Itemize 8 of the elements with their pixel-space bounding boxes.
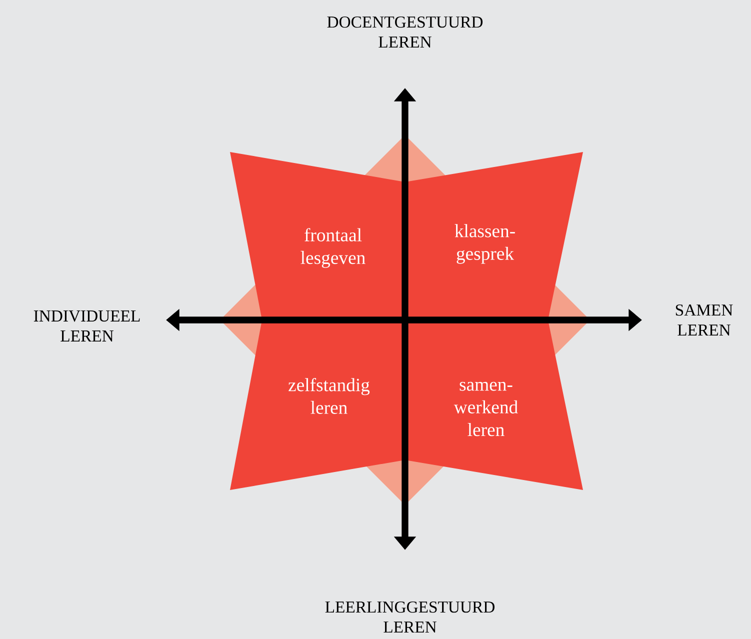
axis-label: DOCENTGESTUURD LEREN — [327, 16, 483, 48]
axis-label: SAMEN LEREN — [676, 304, 733, 336]
quadrant-label: frontaal lesgeven — [300, 228, 366, 268]
quadrant-label: klassen- gesprek — [454, 224, 515, 264]
axis-label: INDIVIDUEEL LEREN — [34, 310, 140, 342]
axis-label: LEERLINGGESTUURD LEREN — [325, 601, 495, 632]
quadrant-label: samen- werkend leren — [454, 382, 518, 436]
quadrant-label: zelfstandig leren — [288, 378, 370, 414]
